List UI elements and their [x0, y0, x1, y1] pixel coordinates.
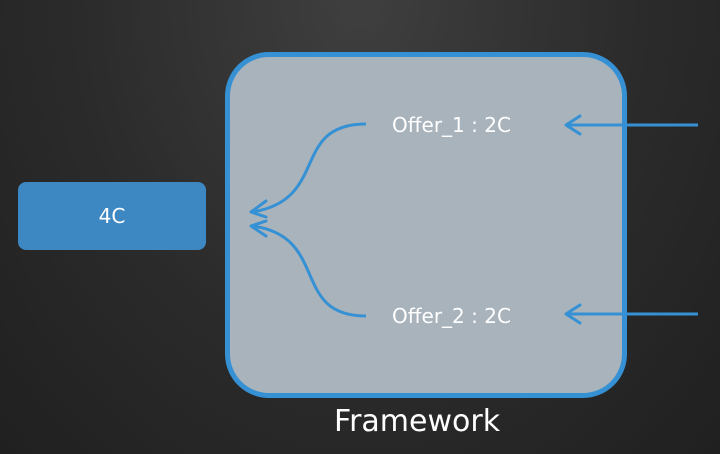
framework-container [225, 52, 627, 398]
resource-box-4c: 4C [18, 182, 206, 250]
resource-box-label: 4C [98, 204, 126, 228]
offer-1-label: Offer_1 : 2C [392, 113, 511, 137]
offer-2-label: Offer_2 : 2C [392, 304, 511, 328]
framework-label: Framework [334, 404, 501, 439]
